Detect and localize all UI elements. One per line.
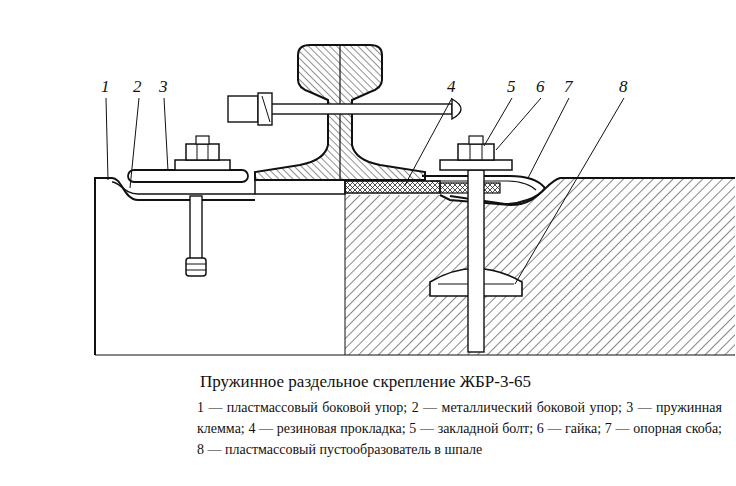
callout-number: 2 [132, 78, 143, 96]
callout-number: 7 [563, 78, 574, 96]
figure-title: Пружинное раздельное скрепление ЖБР-3-65 [200, 372, 531, 392]
callout-number: 6 [535, 78, 546, 96]
callout-number: 8 [618, 78, 629, 96]
callout-number: 4 [446, 78, 457, 96]
callout-number: 1 [100, 78, 111, 96]
callout-number: 5 [506, 78, 517, 96]
parts-caption: 1 — пластмассовый боковой упор; 2 — мета… [197, 397, 722, 460]
callout-number: 3 [158, 78, 169, 96]
